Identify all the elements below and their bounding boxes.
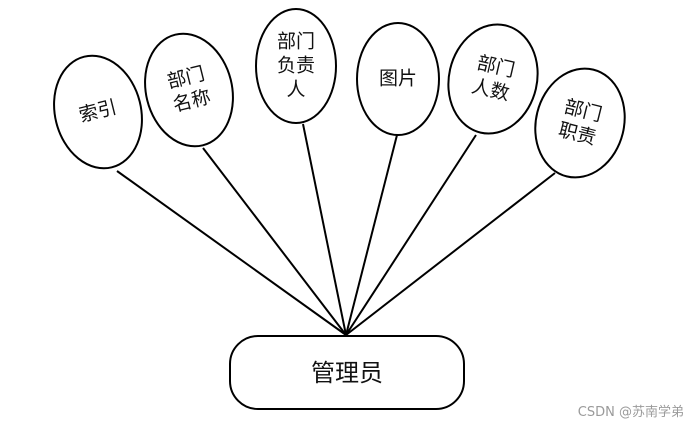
- attribute-ellipse-suoyin: [53, 54, 143, 170]
- connector-line-bumen-mingcheng: [202, 147, 347, 336]
- attribute-ellipse-bumen-fuzeren: [255, 8, 337, 124]
- attribute-label-bumen-fuzeren: 部门: [277, 31, 315, 53]
- entity-box: [229, 335, 465, 410]
- connector-line-suoyin: [116, 170, 347, 336]
- attribute-ellipse-bumen-renshu: [447, 23, 539, 135]
- attribute-label-bumen-fuzeren: 负责: [277, 55, 315, 77]
- watermark: CSDN @苏南学弟: [577, 405, 684, 420]
- attribute-label-tupian: 图片: [379, 68, 417, 90]
- attribute-ellipse-bumen-zhize: [534, 67, 626, 179]
- entity-group: 管理员: [229, 335, 465, 410]
- connector-line-bumen-renshu: [345, 134, 477, 336]
- attribute-ellipse-tupian: [356, 22, 440, 136]
- attribute-tupian: 图片: [356, 22, 440, 136]
- attribute-ellipses: 索引部门名称部门负责人图片部门人数部门职责: [53, 8, 626, 179]
- connector-line-bumen-zhize: [345, 172, 556, 336]
- connector-line-bumen-fuzeren: [302, 123, 347, 336]
- attribute-suoyin: 索引: [53, 54, 143, 170]
- attribute-ellipse-bumen-mingcheng: [144, 32, 234, 148]
- entity-label: 管理员: [311, 359, 383, 387]
- connector-lines: [116, 123, 556, 336]
- attribute-label-bumen-fuzeren: 人: [286, 79, 305, 101]
- connector-line-tupian: [345, 134, 398, 336]
